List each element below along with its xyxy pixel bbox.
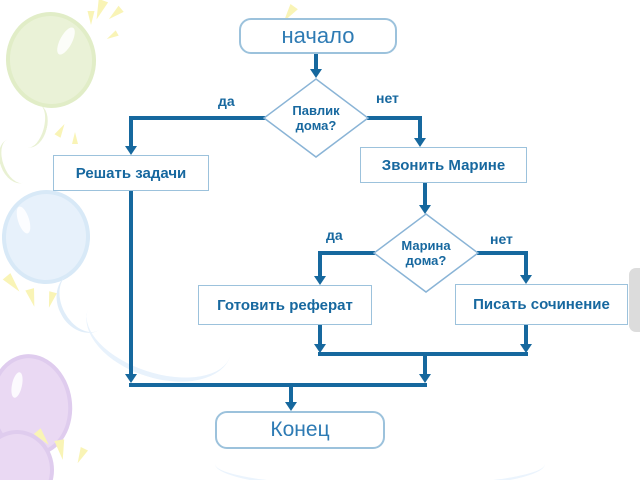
connector-segment <box>129 116 267 120</box>
arrowhead <box>310 69 322 78</box>
decision-label-pavlik: Павлик дома? <box>292 103 340 133</box>
connector-segment <box>423 183 427 206</box>
sparkle-icon <box>87 11 95 25</box>
connector-segment <box>418 116 422 140</box>
flowchart-process-call-marina: Звонить Марине <box>360 147 527 183</box>
flowchart-process-write-essay: Писать сочинение <box>455 284 628 325</box>
connector-segment <box>367 116 422 120</box>
connector-segment <box>423 356 427 376</box>
flowchart-end-node: Конец <box>215 411 385 449</box>
arrowhead <box>285 402 297 411</box>
sparkle-icon <box>106 5 124 23</box>
decision-label-marina: Марина дома? <box>401 238 451 268</box>
connector-segment <box>129 116 133 148</box>
arrowhead <box>414 138 426 147</box>
branch-label-no: нет <box>490 231 513 247</box>
decision-diamond-pavlik <box>263 78 369 158</box>
sparkle-icon <box>25 288 39 308</box>
flowchart-start-node: начало <box>239 18 397 54</box>
connector-segment <box>318 352 528 356</box>
connector-segment <box>314 54 318 70</box>
sparkle-icon <box>105 30 119 42</box>
branch-label-yes: да <box>326 227 343 243</box>
arrowhead <box>520 344 532 353</box>
branch-label-no: нет <box>376 90 399 106</box>
sparkle-icon <box>72 132 78 144</box>
connector-segment <box>477 251 528 255</box>
gray-balloon-icon <box>629 268 640 332</box>
arrowhead <box>125 374 137 383</box>
decision-diamond-marina <box>373 213 479 293</box>
sparkle-icon <box>2 273 24 295</box>
sparkle-icon <box>45 291 57 309</box>
connector-segment <box>129 191 133 376</box>
connector-segment <box>318 251 375 255</box>
arrowhead <box>419 374 431 383</box>
connector-segment <box>524 251 528 277</box>
arrowhead <box>520 275 532 284</box>
connector-segment <box>318 251 322 278</box>
flowchart-process-prepare-report: Готовить реферат <box>198 285 372 325</box>
connector-segment <box>129 383 427 387</box>
flowchart-process-solve-tasks: Решать задачи <box>53 155 209 191</box>
arrowhead <box>419 205 431 214</box>
branch-label-yes: да <box>218 93 235 109</box>
connector-segment <box>289 387 293 404</box>
sparkle-icon <box>54 122 68 138</box>
connector-segment <box>318 325 322 346</box>
sparkle-icon <box>54 439 68 461</box>
sparkle-icon <box>73 447 89 465</box>
arrowhead <box>125 146 137 155</box>
arrowhead <box>314 344 326 353</box>
connector-segment <box>524 325 528 346</box>
green-balloon-icon <box>1 7 101 113</box>
arrowhead <box>314 276 326 285</box>
